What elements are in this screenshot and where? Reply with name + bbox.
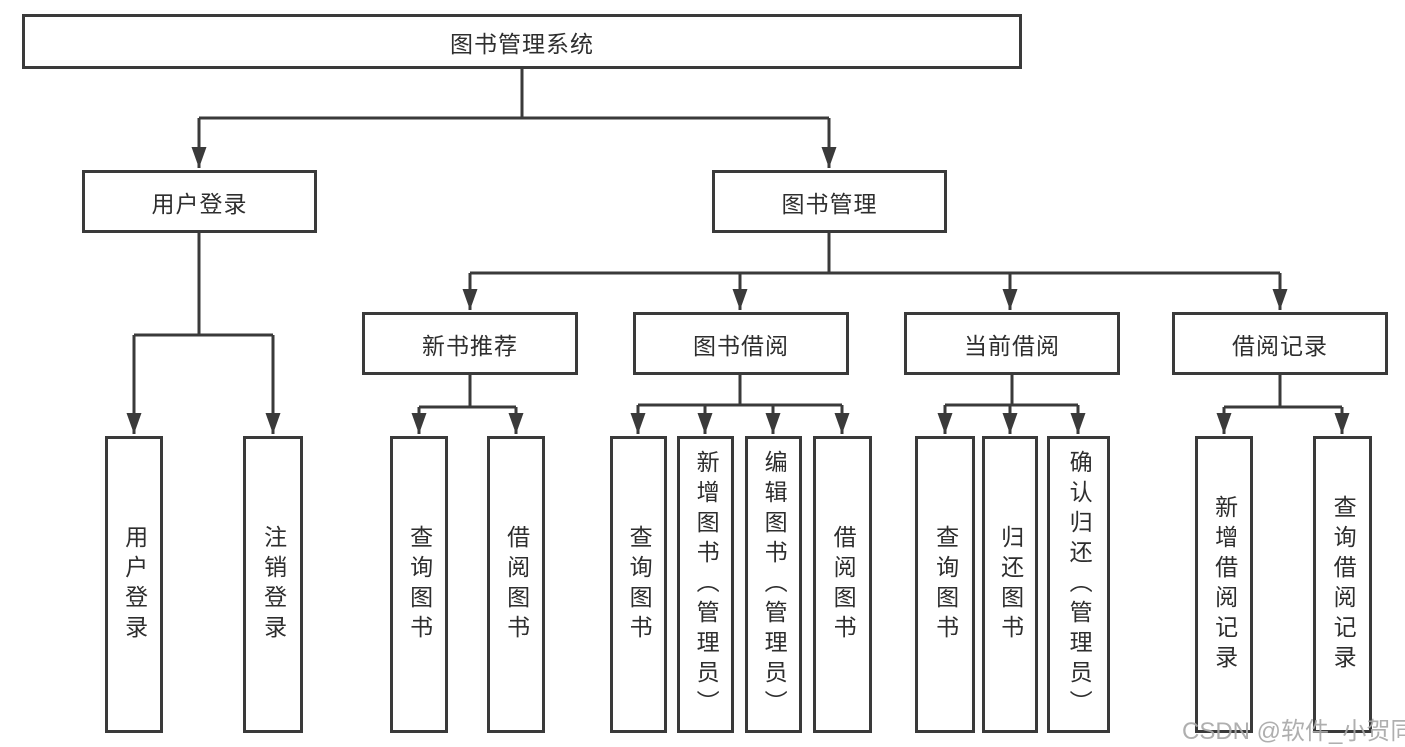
node-book-management: 图书管理 [712, 170, 947, 233]
leaf-borrow-books-recommend: 借阅图书 [487, 436, 545, 733]
leaf-edit-book-admin: 编辑图书（管理员） [745, 436, 802, 733]
leaf-query-books-current: 查询图书 [915, 436, 975, 733]
leaf-borrow-books-recommend-label: 借阅图书 [503, 524, 530, 645]
leaf-return-books-label: 归还图书 [997, 524, 1024, 645]
node-current-borrowing: 当前借阅 [904, 312, 1120, 375]
leaf-query-books-recommend: 查询图书 [390, 436, 448, 733]
leaf-logout-label: 注销登录 [260, 524, 287, 645]
leaf-logout: 注销登录 [243, 436, 303, 733]
node-new-book-recommend-label: 新书推荐 [422, 332, 518, 359]
node-borrowing-records-label: 借阅记录 [1232, 332, 1328, 359]
leaf-query-books-current-label: 查询图书 [932, 524, 959, 645]
leaf-query-books-borrowing-label: 查询图书 [626, 524, 653, 645]
node-user-login: 用户登录 [82, 170, 317, 233]
leaf-borrow-books-borrowing-label: 借阅图书 [830, 524, 857, 645]
leaf-confirm-return-admin-label: 确认归还（管理员） [1066, 449, 1093, 720]
node-book-borrowing-label: 图书借阅 [693, 332, 789, 359]
leaf-add-borrow-record-label: 新增借阅记录 [1211, 494, 1238, 675]
node-current-borrowing-label: 当前借阅 [964, 332, 1060, 359]
watermark: CSDN @软件_小贺同学 [1182, 718, 1405, 745]
leaf-return-books: 归还图书 [982, 436, 1038, 733]
leaf-edit-book-admin-label: 编辑图书（管理员） [761, 449, 788, 720]
leaf-user-login-label: 用户登录 [121, 524, 148, 645]
node-root: 图书管理系统 [22, 14, 1022, 69]
leaf-query-borrow-record-label: 查询借阅记录 [1330, 494, 1357, 675]
node-book-borrowing: 图书借阅 [633, 312, 849, 375]
node-new-book-recommend: 新书推荐 [362, 312, 578, 375]
node-borrowing-records: 借阅记录 [1172, 312, 1388, 375]
leaf-user-login: 用户登录 [105, 436, 163, 733]
leaf-query-borrow-record: 查询借阅记录 [1313, 436, 1372, 733]
node-root-label: 图书管理系统 [450, 30, 594, 57]
leaf-query-books-recommend-label: 查询图书 [406, 524, 433, 645]
leaf-confirm-return-admin: 确认归还（管理员） [1047, 436, 1110, 733]
leaf-add-book-admin: 新增图书（管理员） [677, 436, 734, 733]
leaf-add-book-admin-label: 新增图书（管理员） [693, 449, 720, 720]
leaf-borrow-books-borrowing: 借阅图书 [813, 436, 872, 733]
node-book-management-label: 图书管理 [781, 190, 878, 217]
leaf-query-books-borrowing: 查询图书 [610, 436, 667, 733]
node-user-login-label: 用户登录 [151, 190, 248, 217]
leaf-add-borrow-record: 新增借阅记录 [1195, 436, 1253, 733]
